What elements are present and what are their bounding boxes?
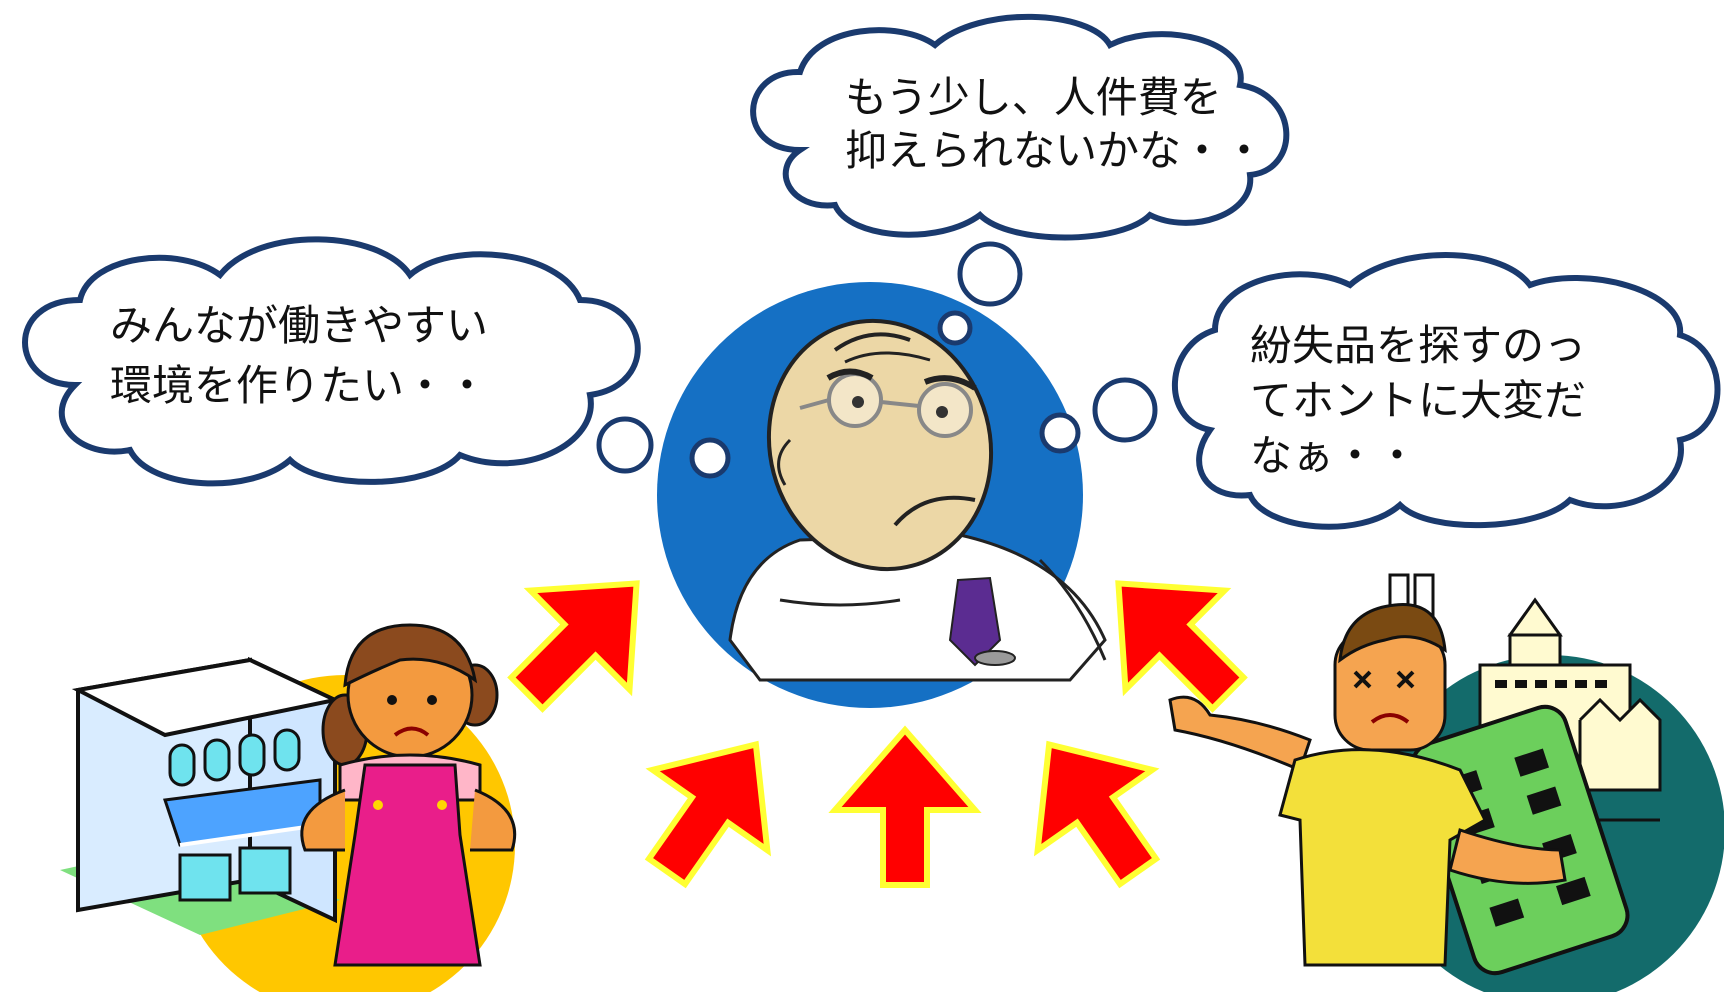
right-bubble-line1: 紛失品を探すのっ xyxy=(1250,321,1586,370)
man-figure xyxy=(1168,603,1567,967)
manager-head xyxy=(766,318,994,572)
left-thought-cloud: みんなが働きやすい 環境を作りたい・・ xyxy=(22,236,641,487)
right-thought-cloud: 紛失品を探すのっ てホントに大変だ なぁ・・ xyxy=(1172,252,1721,530)
woman-figure xyxy=(300,623,517,967)
center-bubble-line1: もう少し、人件費を xyxy=(845,73,1222,122)
thought-dots xyxy=(596,241,1158,479)
center-thought-cloud: もう少し、人件費を 抑えられないかな・・ xyxy=(750,13,1290,241)
arrow-left-upper xyxy=(477,534,686,743)
arrow-lower-right xyxy=(992,704,1196,911)
arrow-lower-center xyxy=(835,730,975,885)
right-bubble-line3: なぁ・・ xyxy=(1250,431,1418,480)
manager-figure xyxy=(728,318,1107,682)
shop-building xyxy=(60,656,342,935)
left-bubble-line1: みんなが働きやすい xyxy=(110,301,488,350)
arrow-lower-left xyxy=(610,704,814,911)
right-bubble-line2: てホントに大変だ xyxy=(1250,376,1586,425)
left-bubble-line2: 環境を作りたい・・ xyxy=(110,361,488,410)
center-bubble-line2: 抑えられないかな・・ xyxy=(845,126,1265,175)
